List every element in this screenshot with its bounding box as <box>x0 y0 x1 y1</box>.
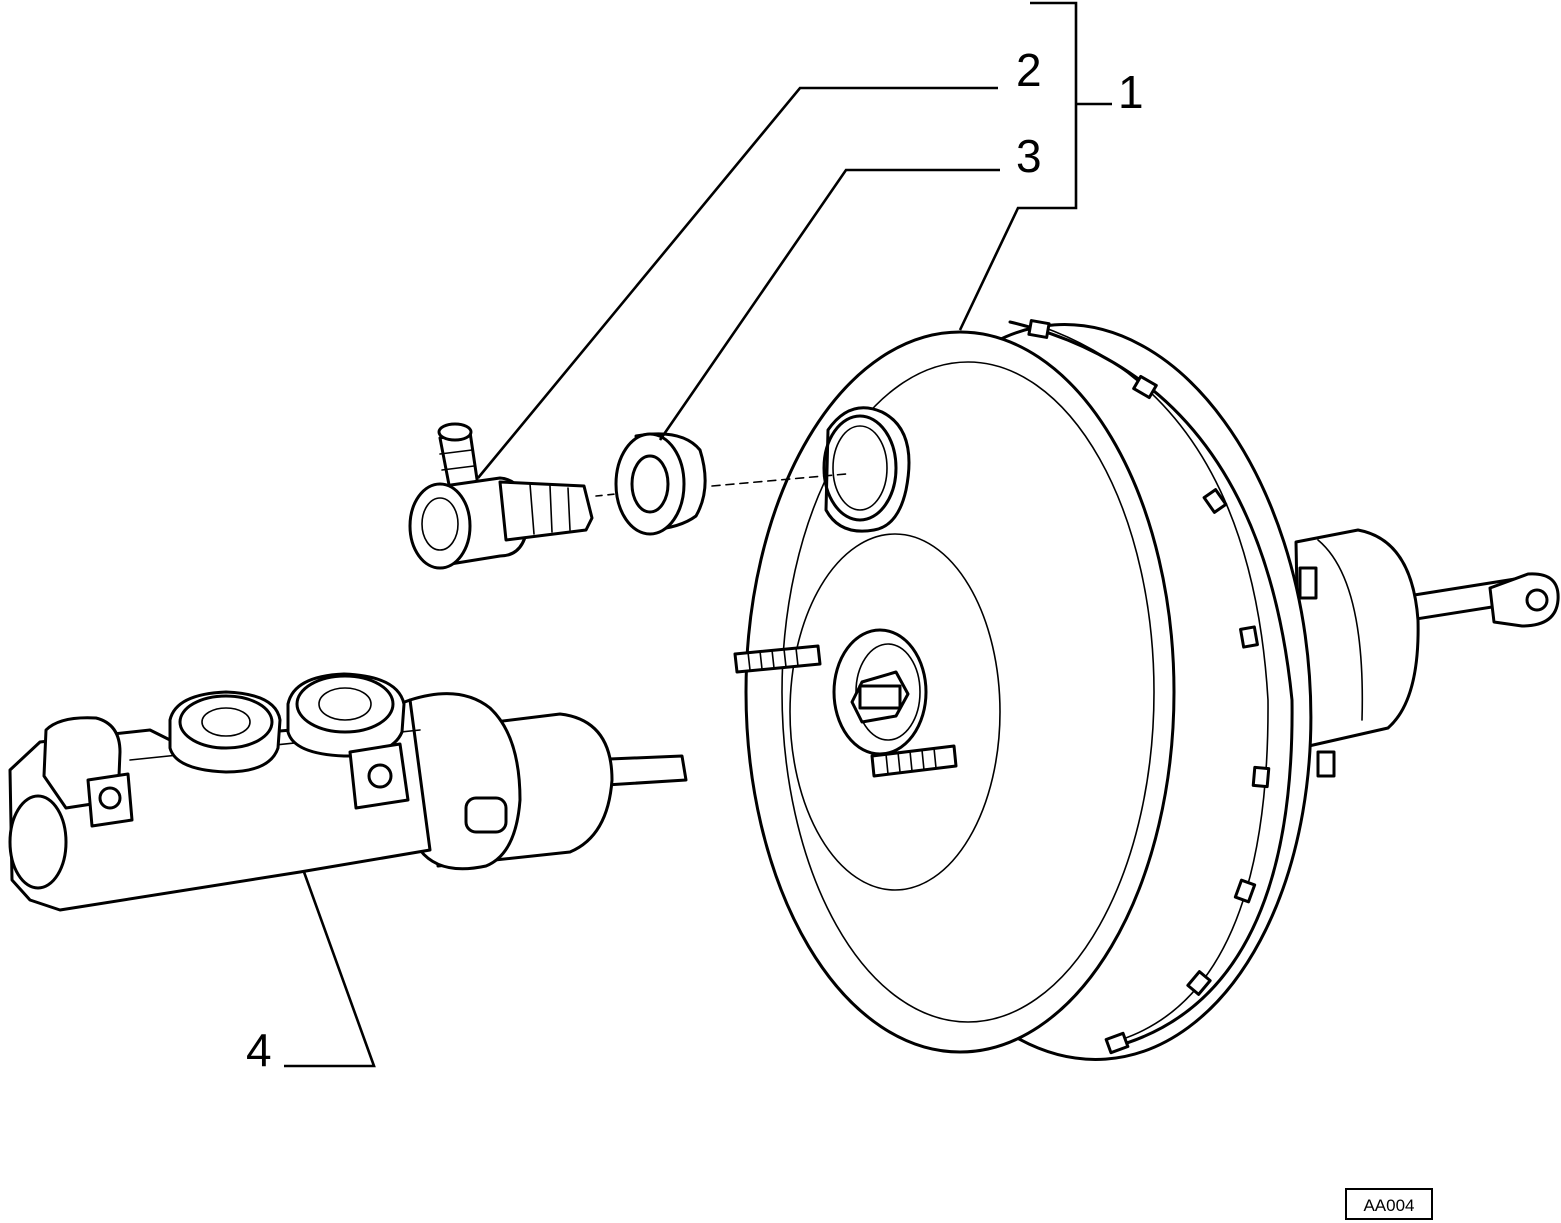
booster-front-shell <box>744 330 1176 1054</box>
mounting-studs <box>733 644 958 778</box>
booster-push-rod <box>1406 572 1560 628</box>
leader-4 <box>284 871 376 1068</box>
reference-code: AA004 <box>1363 1196 1414 1215</box>
callout-3: 3 <box>1016 130 1042 182</box>
booster-centre-hub <box>832 628 928 756</box>
booster-rear-housing <box>1294 528 1420 778</box>
grommet-seal <box>614 432 707 536</box>
callout-4: 4 <box>246 1024 272 1076</box>
reference-code-box: AA004 <box>1345 1188 1433 1220</box>
reservoir-port-2 <box>286 672 406 758</box>
vacuum-port-boss <box>822 406 911 533</box>
leader-lines <box>284 1 1112 1068</box>
vacuum-check-valve <box>408 422 594 570</box>
crimp-tabs <box>1027 319 1271 1055</box>
reservoir-port-1 <box>168 690 282 774</box>
master-cylinder <box>8 672 688 912</box>
leader-2 <box>476 86 998 479</box>
callout-2: 2 <box>1016 44 1042 96</box>
leader-1 <box>958 1 1078 331</box>
booster-front-face <box>789 533 1001 891</box>
callout-1: 1 <box>1118 66 1144 118</box>
leader-3 <box>658 168 1000 441</box>
brake-booster <box>733 319 1560 1061</box>
